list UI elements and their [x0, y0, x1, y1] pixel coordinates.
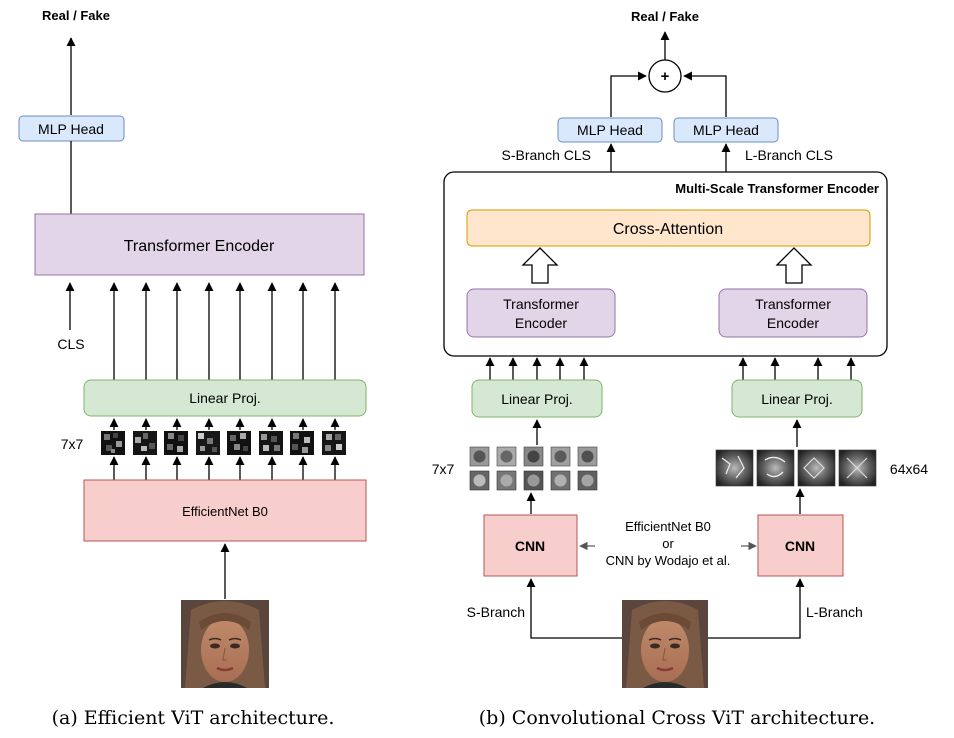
left-transformer-encoder-label: Transformer Encoder — [124, 238, 275, 255]
s-token-arrows — [485, 357, 589, 380]
l-branch-cls-label: L-Branch CLS — [745, 147, 833, 163]
cnn-note-line3: CNN by Wodajo et al. — [606, 553, 731, 568]
left-feature-size-label: 7x7 — [61, 436, 84, 452]
sum-symbol: + — [661, 68, 670, 85]
left-diagram: Real / Fake MLP Head Transformer Encoder… — [18, 8, 367, 729]
s-branch-cls-label: S-Branch CLS — [502, 147, 591, 163]
cnn-note-line1: EfficientNet B0 — [625, 519, 711, 534]
s-mlp-to-sum-line — [610, 71, 647, 117]
left-feature-patches — [101, 431, 346, 455]
left-face-image — [181, 600, 269, 688]
l-transformer-encoder-line2: Encoder — [767, 315, 819, 331]
left-linear-proj-label: Linear Proj. — [189, 390, 261, 406]
right-mlp-head-s-label: MLP Head — [577, 122, 643, 138]
right-mlp-head-l-label: MLP Head — [693, 122, 759, 138]
left-transformer-encoder-box — [34, 213, 365, 276]
right-diagram: Real / Fake + MLP Head MLP Head S-Branch… — [432, 9, 929, 729]
s-hollow-up-arrow — [521, 247, 559, 284]
l-linear-proj-box — [731, 379, 863, 418]
l-linear-proj-label: Linear Proj. — [761, 391, 833, 407]
s-branch-line — [526, 578, 622, 639]
l-branch-line — [708, 578, 805, 639]
large-size-label: 64x64 — [890, 461, 928, 477]
right-face-image — [622, 600, 708, 688]
right-caption: (b) Convolutional Cross ViT architecture… — [479, 707, 875, 729]
left-mlp-head-label: MLP Head — [38, 121, 104, 137]
s-linear-proj-box — [471, 379, 603, 418]
s-transformer-encoder-line1: Transformer — [503, 296, 579, 312]
cross-attention-label: Cross-Attention — [613, 221, 723, 238]
right-mlp-head-s-box — [557, 117, 663, 143]
l-branch-label: L-Branch — [806, 604, 863, 620]
s-linear-proj-label: Linear Proj. — [501, 391, 573, 407]
left-caption: (a) Efficient ViT architecture. — [52, 707, 335, 729]
left-patch-arrows — [109, 418, 340, 430]
multi-scale-encoder-title: Multi-Scale Transformer Encoder — [675, 181, 879, 196]
large-feature-patches — [715, 449, 877, 487]
s-transformer-encoder-line2: Encoder — [515, 315, 567, 331]
cross-attention-box — [466, 209, 871, 247]
left-token-arrows — [109, 282, 340, 380]
s-branch-label: S-Branch — [467, 604, 525, 620]
right-output-label: Real / Fake — [631, 9, 699, 24]
small-feature-patches — [469, 446, 598, 491]
sum-node — [648, 59, 682, 93]
left-backbone-box — [83, 479, 367, 542]
l-cnn-box — [757, 514, 844, 577]
cnn-note-line2: or — [662, 536, 674, 551]
l-mlp-to-sum-line — [683, 71, 727, 117]
small-size-label: 7x7 — [432, 461, 455, 477]
l-transformer-encoder-line1: Transformer — [755, 296, 831, 312]
l-token-arrows — [738, 357, 856, 380]
left-backbone-label: EfficientNet B0 — [182, 504, 268, 519]
s-cnn-box — [483, 514, 578, 577]
left-output-label: Real / Fake — [42, 8, 110, 23]
right-mlp-head-l-box — [673, 117, 779, 143]
s-transformer-encoder-box — [466, 288, 616, 338]
l-hollow-up-arrow — [775, 247, 813, 284]
left-linear-proj-box — [83, 379, 367, 417]
l-transformer-encoder-box — [718, 288, 868, 338]
s-cnn-label: CNN — [515, 538, 545, 554]
left-cls-label: CLS — [57, 336, 84, 352]
left-backbone-arrows — [109, 456, 340, 480]
l-cnn-label: CNN — [785, 538, 815, 554]
